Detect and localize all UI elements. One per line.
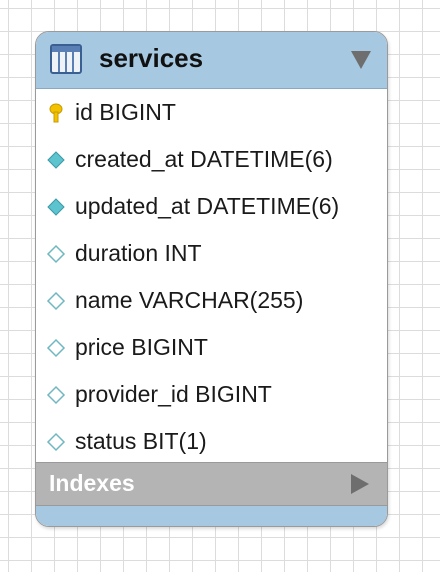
expand-arrow-icon[interactable]: [351, 474, 369, 494]
column-label: name VARCHAR(255): [75, 287, 304, 313]
indexes-section[interactable]: Indexes: [36, 462, 387, 506]
column-row[interactable]: id BIGINT: [36, 89, 387, 136]
column-row[interactable]: status BIT(1): [36, 418, 387, 465]
indexes-label: Indexes: [49, 470, 135, 496]
column-label: price BIGINT: [75, 334, 208, 360]
not-null-column-icon: [47, 198, 65, 216]
column-label: provider_id BIGINT: [75, 381, 272, 407]
nullable-column-icon: [46, 385, 66, 405]
column-row[interactable]: price BIGINT: [36, 324, 387, 371]
table-header[interactable]: services: [36, 32, 387, 89]
nullable-column-icon: [46, 432, 66, 452]
nullable-column-icon: [46, 244, 66, 264]
column-row[interactable]: name VARCHAR(255): [36, 277, 387, 324]
column-label: created_at DATETIME(6): [75, 146, 333, 172]
column-row[interactable]: created_at DATETIME(6): [36, 136, 387, 183]
column-row[interactable]: provider_id BIGINT: [36, 371, 387, 418]
table-entity[interactable]: services id BIGINT created_at DATETIME(6…: [35, 31, 388, 527]
table-icon: [50, 44, 82, 74]
table-title: services: [99, 43, 204, 73]
nullable-column-icon: [46, 338, 66, 358]
not-null-column-icon: [47, 151, 65, 169]
column-label: status BIT(1): [75, 428, 207, 454]
column-row[interactable]: duration INT: [36, 230, 387, 277]
column-label: updated_at DATETIME(6): [75, 193, 340, 219]
nullable-column-icon: [46, 291, 66, 311]
column-label: duration INT: [75, 240, 202, 266]
table-footer: [36, 506, 387, 526]
column-list: id BIGINT created_at DATETIME(6) updated…: [36, 89, 387, 463]
column-label: id BIGINT: [75, 99, 176, 125]
collapse-arrow-icon[interactable]: [351, 51, 371, 69]
column-row[interactable]: updated_at DATETIME(6): [36, 183, 387, 230]
primary-key-icon: [49, 103, 63, 123]
